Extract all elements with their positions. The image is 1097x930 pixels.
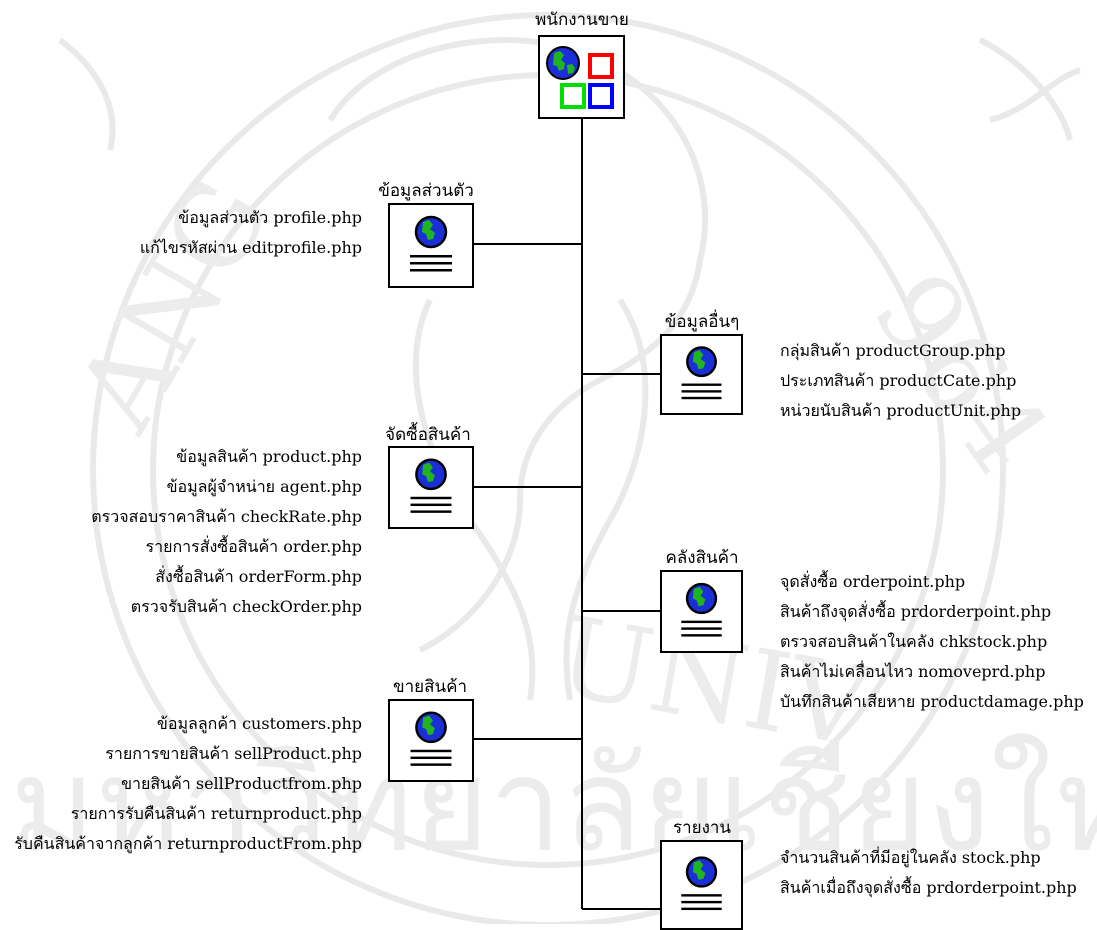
module-title-report: รายงาน: [672, 818, 732, 838]
module-node-report[interactable]: [660, 840, 743, 930]
module-list-warehouse: จุดสั่งซื้อ orderpoint.php สินค้าถึงจุดส…: [780, 567, 1084, 717]
list-item[interactable]: รายการสั่งซื้อสินค้า order.php: [145, 537, 363, 556]
module-list-report: จำนวนสินค้าที่มีอยู่ในคลัง stock.php สิน…: [780, 843, 1077, 903]
web-page-document-icon: [410, 711, 452, 766]
web-page-document-icon: [410, 458, 452, 513]
module-list-sales: ข้อมูลลูกค้า customers.php รายการขายสินค…: [14, 709, 362, 859]
connector-other: [582, 373, 660, 375]
list-item[interactable]: บันทึกสินค้าเสียหาย productdamage.php: [780, 692, 1084, 711]
module-node-personal[interactable]: [388, 203, 474, 288]
connector-warehouse: [582, 610, 660, 612]
list-item[interactable]: ข้อมูลสินค้า product.php: [176, 447, 362, 466]
web-page-document-icon: [681, 582, 722, 637]
list-item[interactable]: สินค้าไม่เคลื่อนไหว nomoveprd.php: [780, 662, 1046, 681]
connector-purchase: [474, 486, 582, 488]
module-title-personal: ข้อมูลส่วนตัว: [378, 181, 474, 201]
module-title-other: ข้อมูลอื่นๆ: [664, 312, 740, 332]
web-page-document-icon: [681, 856, 722, 911]
list-item[interactable]: สั่งซื้อสินค้า orderForm.php: [155, 567, 362, 586]
web-page-document-icon: [410, 215, 452, 272]
trunk-line: [581, 118, 583, 909]
list-item[interactable]: ตรวจสอบราคาสินค้า checkRate.php: [91, 507, 362, 526]
module-title-warehouse: คลังสินค้า: [665, 548, 739, 568]
connector-report: [582, 908, 660, 910]
web-page-document-icon: [681, 346, 722, 400]
list-item[interactable]: จำนวนสินค้าที่มีอยู่ในคลัง stock.php: [780, 848, 1041, 867]
list-item[interactable]: ประเภทสินค้า productCate.php: [780, 371, 1017, 390]
module-title-purchase: จัดซื้อสินค้า: [385, 425, 471, 445]
list-item[interactable]: แก้ไขรหัสผ่าน editprofile.php: [139, 238, 362, 257]
connector-sales: [474, 738, 582, 740]
list-item[interactable]: ขายสินค้า sellProductfrom.php: [121, 774, 362, 793]
list-item[interactable]: ข้อมูลผู้จำหน่าย agent.php: [166, 477, 362, 496]
module-node-sales[interactable]: [388, 699, 474, 782]
root-title: พนักงานขาย: [535, 10, 629, 30]
list-item[interactable]: รายการรับคืนสินค้า returnproduct.php: [70, 804, 362, 823]
root-node[interactable]: [538, 35, 625, 119]
globe-with-squares-icon: [546, 46, 614, 109]
list-item[interactable]: รับคืนสินค้าจากลูกค้า returnproductFrom.…: [14, 834, 362, 853]
list-item[interactable]: จุดสั่งซื้อ orderpoint.php: [780, 572, 966, 591]
module-title-sales: ขายสินค้า: [392, 677, 468, 697]
module-node-purchase[interactable]: [388, 446, 474, 529]
list-item[interactable]: ตรวจสอบสินค้าในคลัง chkstock.php: [780, 632, 1048, 651]
connector-personal: [474, 243, 582, 245]
list-item[interactable]: ตรวจรับสินค้า checkOrder.php: [130, 597, 362, 616]
module-node-warehouse[interactable]: [660, 570, 743, 653]
module-list-other: กลุ่มสินค้า productGroup.php ประเภทสินค้…: [780, 336, 1021, 426]
module-list-personal: ข้อมูลส่วนตัว profile.php แก้ไขรหัสผ่าน …: [140, 203, 362, 263]
list-item[interactable]: หน่วยนับสินค้า productUnit.php: [780, 401, 1022, 420]
module-node-other[interactable]: [660, 334, 743, 415]
list-item[interactable]: สินค้าถึงจุดสั่งซื้อ prdorderpoint.php: [780, 602, 1052, 621]
list-item[interactable]: ข้อมูลส่วนตัว profile.php: [178, 208, 362, 227]
list-item[interactable]: สินค้าเมื่อถึงจุดสั่งซื้อ prdorderpoint.…: [780, 878, 1077, 897]
list-item[interactable]: รายการขายสินค้า sellProduct.php: [105, 744, 362, 763]
list-item[interactable]: กลุ่มสินค้า productGroup.php: [780, 341, 1006, 360]
list-item[interactable]: ข้อมูลลูกค้า customers.php: [156, 714, 362, 733]
module-list-purchase: ข้อมูลสินค้า product.php ข้อมูลผู้จำหน่า…: [91, 442, 362, 622]
